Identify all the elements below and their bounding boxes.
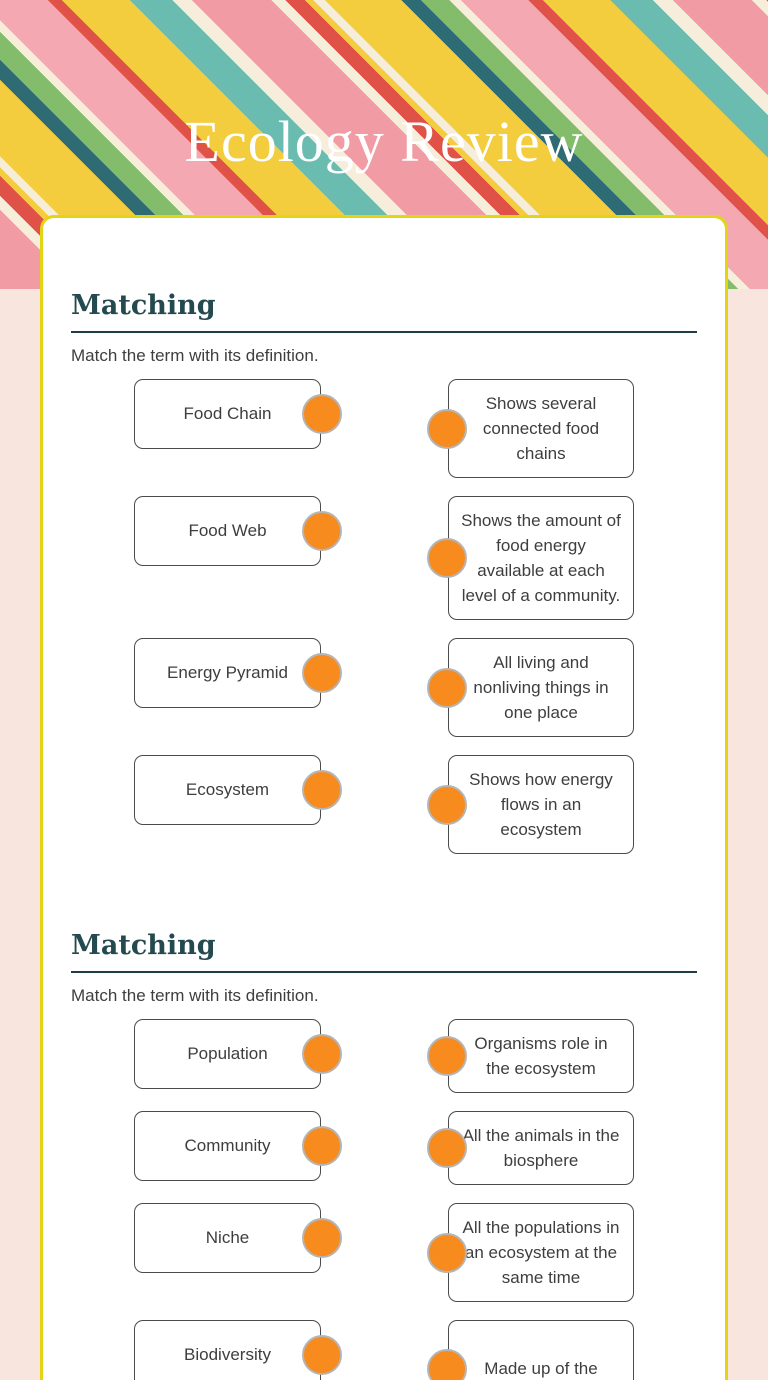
match-dot-icon[interactable] bbox=[427, 667, 467, 708]
term-box-biodiversity[interactable]: Biodiversity bbox=[134, 1320, 342, 1380]
match-row: Energy Pyramid All living and nonliving … bbox=[134, 638, 634, 738]
term-label: Food Web bbox=[188, 521, 267, 541]
matching-section-1: Matching Match the term with its definit… bbox=[71, 290, 697, 855]
match-dot-icon[interactable] bbox=[302, 653, 342, 694]
match-dot-icon[interactable] bbox=[302, 1218, 342, 1259]
match-dot-icon[interactable] bbox=[427, 1232, 467, 1273]
match-dot-icon[interactable] bbox=[427, 1036, 467, 1077]
heading-rule bbox=[71, 971, 697, 974]
matching-section-2: Matching Match the term with its definit… bbox=[71, 930, 697, 1380]
definition-box[interactable]: All living and nonliving things in one p… bbox=[427, 638, 634, 738]
match-row: Biodiversity Made up of the bbox=[134, 1320, 634, 1380]
section-heading: Matching bbox=[71, 290, 216, 321]
match-dot-icon[interactable] bbox=[427, 408, 467, 449]
definition-label: Organisms role in the ecosystem bbox=[474, 1034, 608, 1079]
match-area: Food Chain Shows several connected food … bbox=[134, 379, 634, 855]
term-label: Ecosystem bbox=[185, 780, 270, 800]
definition-box[interactable]: All the populations in an ecosystem at t… bbox=[427, 1203, 634, 1303]
definition-label: Made up of the bbox=[484, 1359, 598, 1379]
term-label: Population bbox=[187, 1044, 268, 1064]
match-dot-icon[interactable] bbox=[427, 1348, 467, 1380]
match-dot-icon[interactable] bbox=[302, 1034, 342, 1075]
term-box-community[interactable]: Community bbox=[134, 1111, 342, 1182]
match-row: Food Web Shows the amount of food energy… bbox=[134, 496, 634, 621]
match-dot-icon[interactable] bbox=[302, 770, 342, 811]
match-dot-icon[interactable] bbox=[302, 394, 342, 435]
definition-label: Shows how energy flows in an ecosystem bbox=[469, 770, 613, 840]
match-dot-icon[interactable] bbox=[427, 538, 467, 579]
definition-label: All living and nonliving things in one p… bbox=[473, 653, 609, 723]
match-area: Population Organisms role in the ecosyst… bbox=[134, 1019, 634, 1380]
match-row: Niche All the populations in an ecosyste… bbox=[134, 1203, 634, 1303]
definition-box[interactable]: Shows the amount of food energy availabl… bbox=[427, 496, 634, 621]
worksheet-title: Ecology Review bbox=[184, 109, 584, 174]
term-box-population[interactable]: Population bbox=[134, 1019, 342, 1090]
definition-box[interactable]: Shows how energy flows in an ecosystem bbox=[427, 755, 634, 855]
term-label: Community bbox=[184, 1136, 271, 1156]
term-label: Food Chain bbox=[183, 404, 272, 424]
definition-box[interactable]: Organisms role in the ecosystem bbox=[427, 1019, 634, 1094]
definition-label: Shows several connected food chains bbox=[482, 394, 600, 464]
term-box-ecosystem[interactable]: Ecosystem bbox=[134, 755, 342, 826]
term-box-energy-pyramid[interactable]: Energy Pyramid bbox=[134, 638, 342, 709]
section-instruction: Match the term with its definition. bbox=[71, 986, 319, 1006]
match-row: Ecosystem Shows how energy flows in an e… bbox=[134, 755, 634, 855]
definition-box[interactable]: Made up of the bbox=[427, 1320, 634, 1380]
term-box-food-web[interactable]: Food Web bbox=[134, 496, 342, 567]
term-label: Biodiversity bbox=[184, 1345, 271, 1365]
definition-label: All the populations in an ecosystem at t… bbox=[462, 1218, 620, 1288]
term-label: Niche bbox=[205, 1228, 250, 1248]
definition-label: All the animals in the biosphere bbox=[462, 1126, 620, 1171]
match-dot-icon[interactable] bbox=[427, 1128, 467, 1169]
definition-box[interactable]: All the animals in the biosphere bbox=[427, 1111, 634, 1186]
term-box-niche[interactable]: Niche bbox=[134, 1203, 342, 1274]
definition-label: Shows the amount of food energy availabl… bbox=[461, 511, 621, 606]
term-box-food-chain[interactable]: Food Chain bbox=[134, 379, 342, 450]
match-dot-icon[interactable] bbox=[302, 1335, 342, 1376]
match-dot-icon[interactable] bbox=[302, 1126, 342, 1167]
section-heading: Matching bbox=[71, 930, 216, 962]
heading-rule bbox=[71, 331, 697, 334]
match-row: Food Chain Shows several connected food … bbox=[134, 379, 634, 479]
term-label: Energy Pyramid bbox=[167, 663, 288, 683]
section-instruction: Match the term with its definition. bbox=[71, 346, 319, 366]
worksheet-card: Matching Match the term with its definit… bbox=[40, 215, 728, 1380]
match-row: Population Organisms role in the ecosyst… bbox=[134, 1019, 634, 1094]
match-row: Community All the animals in the biosphe… bbox=[134, 1111, 634, 1186]
match-dot-icon[interactable] bbox=[302, 511, 342, 552]
definition-box[interactable]: Shows several connected food chains bbox=[427, 379, 634, 479]
match-dot-icon[interactable] bbox=[427, 784, 467, 825]
